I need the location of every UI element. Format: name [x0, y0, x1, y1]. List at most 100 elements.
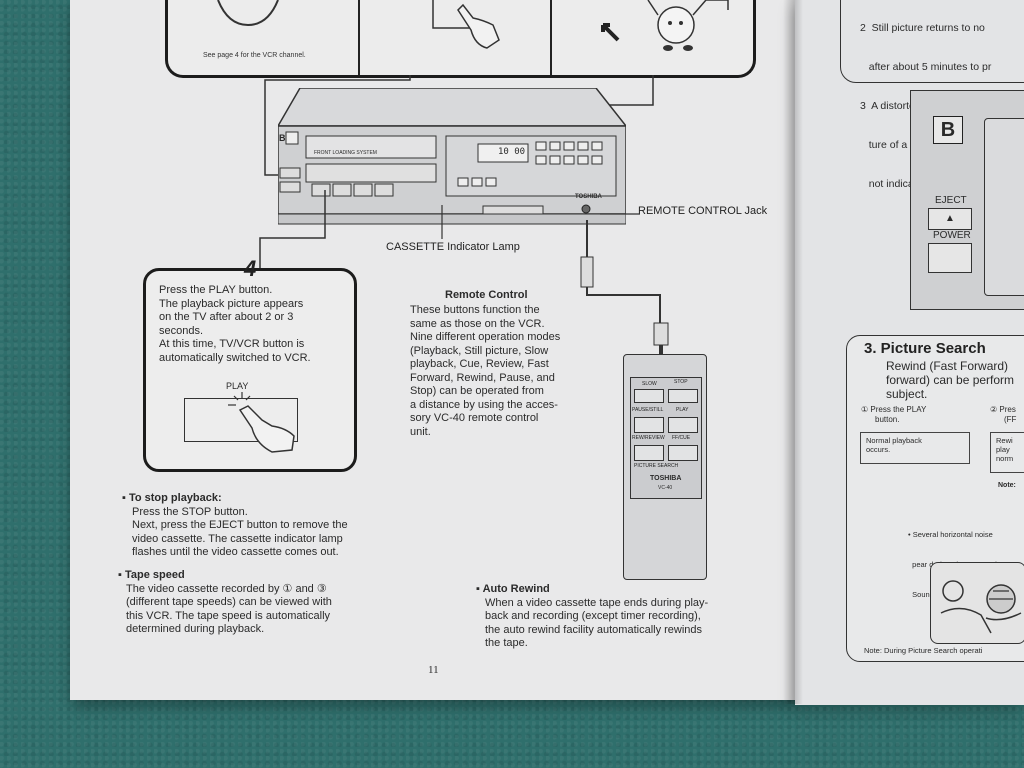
to-stop-line: Next, press the EJECT button to remove t…: [132, 519, 348, 531]
remote-label-play: PLAY: [676, 407, 689, 413]
auto-rewind-line: When a video cassette tape ends during p…: [485, 596, 709, 609]
step-line: on the TV after about 2 or 3: [159, 311, 294, 323]
page-number: 11: [428, 664, 439, 676]
hand-press-icon: [228, 392, 295, 453]
remote-brand: TOSHIBA: [650, 475, 682, 482]
picture-search-bottom-note: Note: During Picture Search operati: [864, 646, 983, 655]
slow-button: [634, 389, 664, 403]
to-stop-heading: ▪ To stop playback:: [122, 492, 222, 504]
rewind-playback-box: Rewi play norm: [990, 432, 1024, 473]
to-stop-line: flashes until the video cassette comes o…: [132, 546, 339, 558]
bullet-icon: ▪: [476, 583, 483, 595]
cassette-door: [984, 118, 1024, 296]
tv-screen-illustration: [930, 562, 1024, 644]
step-line: automatically switched to VCR.: [159, 351, 311, 364]
auto-rewind-section: ▪ Auto Rewind When a video cassette tape…: [476, 583, 756, 651]
remote-line: unit.: [410, 425, 431, 438]
step-line: Press the PLAY button.: [159, 284, 273, 296]
right-top-panel: [840, 0, 1024, 83]
tape-speed-line: (different tape speeds) can be viewed wi…: [126, 596, 332, 608]
remote-line: Forward, Rewind, Pause, and: [410, 371, 555, 384]
vcr-illustration: [278, 88, 626, 225]
remote-line: (Playback, Still picture, Slow: [410, 344, 549, 357]
lamp-pointer-line: [441, 205, 443, 239]
remote-cable: [580, 220, 669, 355]
remote-line: Stop) can be operated from: [410, 385, 544, 397]
remote-control-jack-label: REMOTE CONTROL Jack: [638, 205, 768, 217]
remote-line: playback, Cue, Review, Fast: [410, 358, 549, 370]
bullet-icon: ▪: [118, 569, 125, 581]
hand-press-icon: [432, 0, 500, 49]
step-4-instructions: Press the PLAY button. The playback pict…: [159, 284, 349, 365]
remote-control-description: These buttons function the same as those…: [410, 304, 580, 439]
page-gutter: [783, 0, 803, 704]
remote-label-pause: PAUSE/STILL: [632, 407, 664, 413]
tape-speed-section: ▪ Tape speed The video cassette recorded…: [118, 569, 398, 637]
pause-still-button: [634, 417, 664, 433]
power-button-illustration: [928, 243, 972, 273]
tape-speed-heading: ▪ Tape speed: [118, 569, 185, 581]
jack-pointer-line: [600, 213, 640, 215]
bullet-icon: ▪: [122, 492, 129, 504]
remote-line: a distance by using the acces-: [410, 398, 558, 411]
sports-player-icon: [940, 580, 1022, 634]
panel-divider: [550, 0, 552, 75]
picture-search-intro: Rewind (Fast Forward) forward) can be pe…: [886, 359, 1024, 401]
vcr-channel-caption: See page 4 for the VCR channel.: [203, 52, 306, 59]
vcr-logo-icon: B: [933, 116, 963, 144]
tape-speed-line: determined during playback.: [126, 623, 265, 635]
remote-label-picture-search: PICTURE SEARCH: [634, 463, 679, 469]
stop-button: [668, 389, 698, 403]
to-stop-line: video cassette. The cassette indicator l…: [132, 532, 343, 545]
remote-label-ff: FF/CUE: [672, 435, 691, 441]
to-stop-section: ▪ To stop playback: Press the STOP butto…: [122, 492, 392, 560]
tape-speed-line: The video cassette recorded by ① and ③: [126, 582, 327, 595]
tv-set-icon: [217, 0, 279, 27]
remote-label-rew: REW/REVIEW: [632, 435, 665, 441]
intro-line: subject.: [886, 387, 928, 401]
remote-label-stop: STOP: [674, 379, 688, 385]
tape-speed-line: this VCR. The tape speed is automaticall…: [126, 609, 331, 622]
remote-model: VC-40: [658, 485, 673, 491]
auto-rewind-line: the tape.: [485, 637, 528, 649]
note-line: 2 Still picture returns to no: [860, 22, 985, 34]
note-line: after about 5 minutes to pr: [860, 61, 992, 73]
remote-line: same as those on the VCR.: [410, 317, 545, 330]
play-button: [668, 417, 698, 433]
auto-rewind-line: the auto rewind facility automatically r…: [485, 623, 703, 636]
remote-control-device: SLOW STOP PAUSE/STILL PLAY REW/REVIEW FF…: [623, 354, 707, 580]
step-4-bubble: [143, 268, 357, 472]
eject-icon: ▲: [945, 213, 955, 224]
ff-cue-button: [668, 445, 698, 461]
power-label: POWER: [933, 230, 971, 241]
remote-line: These buttons function the: [410, 304, 540, 316]
rew-review-button: [634, 445, 664, 461]
top-illustration-panel: See page 4 for the VCR channel.: [165, 0, 756, 78]
play-button-illustration: [184, 398, 298, 442]
small-note-label: Note:: [998, 482, 1016, 489]
picture-search-step-2: ② Pres (FF: [990, 405, 1017, 424]
auto-rewind-heading: ▪ Auto Rewind: [476, 583, 550, 595]
step-number: 4: [244, 256, 257, 281]
picture-search-title: 3. Picture Search: [864, 340, 986, 357]
play-button-caption: PLAY: [226, 381, 249, 391]
auto-rewind-line: back and recording (except timer recordi…: [485, 610, 701, 622]
vcr-logo-icon: B: [279, 133, 286, 143]
step4-connector: [259, 190, 326, 268]
normal-playback-box: Normal playback occurs.: [860, 432, 970, 464]
intro-line: forward) can be perform: [886, 373, 1015, 387]
eject-button-illustration: ▲: [928, 208, 972, 230]
vcr-brand: TOSHIBA: [575, 194, 602, 200]
remote-line: Nine different operation modes: [410, 331, 561, 343]
panel-divider: [358, 0, 360, 75]
remote-label-slow: SLOW: [642, 381, 657, 387]
remote-line: sory VC-40 remote control: [410, 412, 539, 424]
step-line: At this time, TV/VCR button is: [159, 338, 305, 350]
to-stop-line: Press the STOP button.: [132, 505, 248, 518]
vcr-display: 10 00: [498, 147, 526, 157]
remote-control-heading: Remote Control: [445, 289, 528, 301]
character-illustration-icon: [601, 0, 729, 51]
picture-search-step-1: ① Press the PLAY button.: [861, 405, 927, 424]
front-loading-label: FRONT LOADING SYSTEM: [314, 150, 377, 156]
eject-label: EJECT: [935, 195, 967, 206]
